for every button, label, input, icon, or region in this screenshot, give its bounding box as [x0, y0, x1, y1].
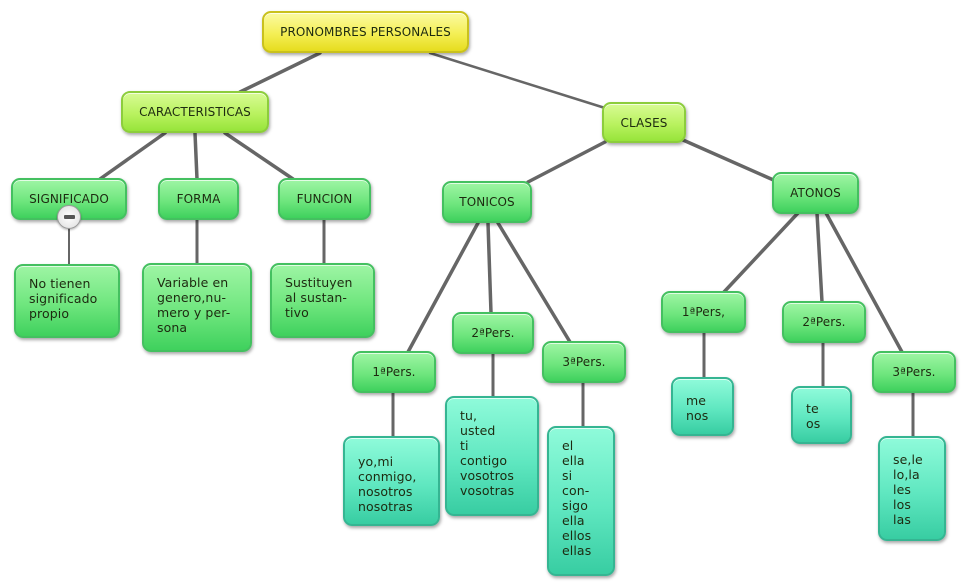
- node-tonicos-3pers-detail[interactable]: el ella si con- sigo ella ellos ellas: [547, 426, 615, 576]
- node-root[interactable]: PRONOMBRES PERSONALES: [262, 11, 469, 53]
- collapse-minus-icon[interactable]: [57, 205, 81, 229]
- connector-atonos-to-1pers: [722, 211, 800, 294]
- node-forma-label: FORMA: [176, 192, 221, 206]
- detail-line: se,le: [893, 452, 923, 467]
- node-forma[interactable]: FORMA: [158, 178, 239, 220]
- detail-line: os: [806, 416, 821, 431]
- detail-line: conmigo,: [358, 469, 417, 484]
- detail-line: contigo: [460, 453, 508, 468]
- detail-line: propio: [29, 306, 70, 321]
- detail-line: vosotras: [460, 483, 515, 498]
- connector-clases-to-tonicos: [526, 140, 607, 184]
- detail-line: yo,mi: [358, 454, 394, 469]
- detail-line: ti: [460, 438, 469, 453]
- node-atonos-3pers-label: 3ªPers.: [892, 365, 936, 379]
- connector-caracteristicas-to-funcion: [223, 131, 295, 181]
- detail-line: vosotros: [460, 468, 514, 483]
- connector-atonos-to-3pers: [824, 211, 904, 354]
- minus-icon: [63, 215, 75, 219]
- node-tonicos-label: TONICOS: [459, 195, 515, 209]
- detail-line: genero,nu-: [157, 290, 227, 305]
- detail-line: ella: [562, 513, 585, 528]
- detail-line: Sustituyen: [285, 275, 353, 290]
- detail-line: significado: [29, 291, 98, 306]
- connector-tonicos-to-1pers: [406, 221, 480, 354]
- node-atonos-1pers-label: 1ªPers,: [681, 305, 726, 319]
- node-caracteristicas-label: CARACTERISTICAS: [139, 105, 251, 119]
- connector-atonos-to-2pers: [815, 211, 824, 304]
- detail-line: No tienen: [29, 276, 91, 291]
- node-tonicos-2pers[interactable]: 2ªPers.: [452, 312, 534, 354]
- node-atonos-2pers[interactable]: 2ªPers.: [782, 301, 866, 343]
- connector-clases-to-atonos: [681, 138, 780, 184]
- detail-line: me: [686, 393, 707, 408]
- detail-line: sigo: [562, 498, 588, 513]
- node-tonicos-1pers[interactable]: 1ªPers.: [352, 351, 436, 393]
- connector-root-to-clases: [428, 51, 607, 110]
- detail-line: lo,la: [893, 467, 920, 482]
- node-funcion[interactable]: FUNCION: [278, 178, 371, 220]
- detail-line: los: [893, 497, 911, 512]
- detail-line: nosotros: [358, 484, 413, 499]
- node-atonos-2pers-detail[interactable]: te os: [791, 386, 852, 444]
- node-significado-label: SIGNIFICADO: [29, 192, 109, 206]
- node-tonicos-3pers-label: 3ªPers.: [562, 355, 606, 369]
- detail-line: ellos: [562, 528, 592, 543]
- node-atonos-1pers-detail[interactable]: me nos: [671, 377, 734, 436]
- node-funcion-detail[interactable]: Sustituyen al sustan- tivo: [270, 263, 375, 338]
- node-atonos-3pers[interactable]: 3ªPers.: [872, 351, 956, 393]
- connector-caracteristicas-to-significado: [98, 131, 167, 181]
- node-atonos-2pers-label: 2ªPers.: [802, 315, 846, 329]
- node-tonicos-1pers-label: 1ªPers.: [372, 365, 416, 379]
- node-tonicos-3pers[interactable]: 3ªPers.: [542, 341, 626, 383]
- node-atonos-1pers[interactable]: 1ªPers,: [661, 291, 746, 333]
- node-tonicos[interactable]: TONICOS: [442, 181, 532, 223]
- detail-line: ellas: [562, 543, 592, 558]
- detail-line: Variable en: [157, 275, 229, 290]
- connector-caracteristicas-to-forma: [193, 131, 199, 181]
- node-forma-detail[interactable]: Variable en genero,nu- mero y per- sona: [142, 263, 252, 352]
- detail-line: tu,: [460, 408, 478, 423]
- detail-line: con-: [562, 483, 590, 498]
- node-funcion-label: FUNCION: [296, 192, 353, 206]
- detail-line: las: [893, 512, 911, 527]
- detail-line: usted: [460, 423, 496, 438]
- detail-line: mero y per-: [157, 305, 231, 320]
- node-root-label: PRONOMBRES PERSONALES: [280, 25, 451, 39]
- detail-line: tivo: [285, 305, 309, 320]
- detail-line: te: [806, 401, 819, 416]
- connector-tonicos-to-3pers: [496, 221, 572, 344]
- detail-line: al sustan-: [285, 290, 348, 305]
- node-clases[interactable]: CLASES: [602, 102, 686, 143]
- node-atonos[interactable]: ATONOS: [772, 172, 859, 214]
- node-atonos-3pers-detail[interactable]: se,le lo,la les los las: [878, 436, 946, 541]
- node-tonicos-2pers-label: 2ªPers.: [471, 326, 515, 340]
- detail-line: sona: [157, 320, 188, 335]
- node-tonicos-1pers-detail[interactable]: yo,mi conmigo, nosotros nosotras: [343, 436, 440, 526]
- detail-line: nosotras: [358, 499, 413, 514]
- detail-line: el: [562, 438, 574, 453]
- detail-line: nos: [686, 408, 709, 423]
- detail-line: les: [893, 482, 911, 497]
- detail-line: si: [562, 468, 573, 483]
- node-atonos-label: ATONOS: [790, 186, 841, 200]
- node-caracteristicas[interactable]: CARACTERISTICAS: [121, 91, 269, 133]
- node-clases-label: CLASES: [620, 115, 668, 130]
- connector-root-to-caracteristicas: [238, 51, 322, 94]
- connector-tonicos-to-2pers: [486, 221, 493, 315]
- node-tonicos-2pers-detail[interactable]: tu, usted ti contigo vosotros vosotras: [445, 396, 539, 516]
- detail-line: ella: [562, 453, 585, 468]
- node-significado-detail[interactable]: No tienen significado propio: [14, 264, 120, 338]
